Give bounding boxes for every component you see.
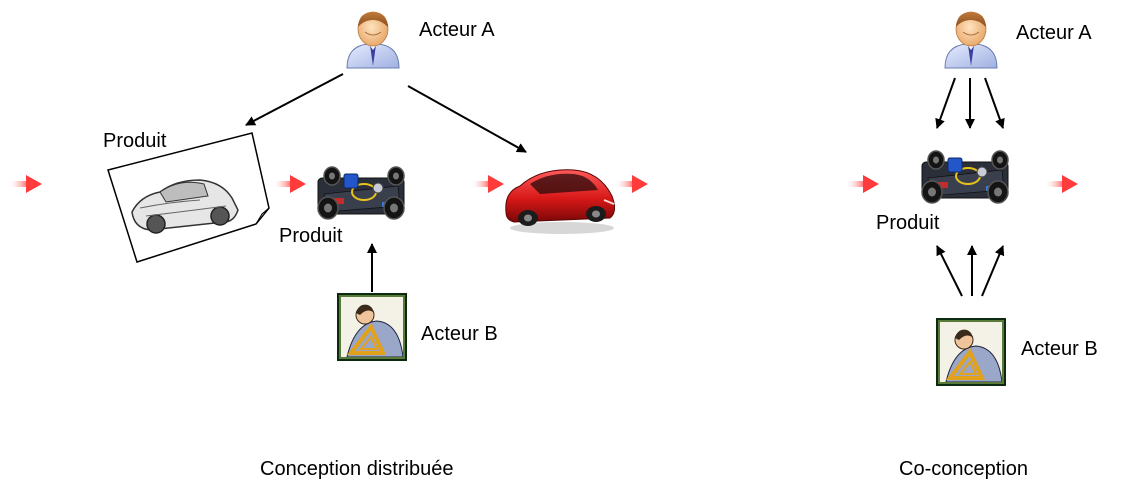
flow-arrow-in-right	[845, 175, 879, 193]
actor-b-label-right: Acteur B	[1021, 338, 1098, 360]
caption-codesign: Co-conception	[899, 458, 1028, 480]
flow-arrow-1	[272, 175, 306, 193]
product-label-sketch: Produit	[103, 130, 167, 152]
arrow-a-down-right	[984, 77, 1005, 129]
arrow-b-up-right	[981, 245, 1005, 297]
arrow-actor-a-to-sketch	[245, 73, 344, 126]
flow-arrow-2	[470, 175, 504, 193]
caption-distributed: Conception distribuée	[260, 458, 454, 480]
arrow-actor-a-to-car	[407, 85, 527, 153]
product-label-chassis: Produit	[279, 225, 343, 247]
arrow-b-up-left	[936, 245, 963, 297]
actor-b-label-left: Acteur B	[421, 323, 498, 345]
arrow-a-down-left	[935, 77, 956, 129]
flow-arrow-out-left	[614, 175, 648, 193]
red-car-icon	[505, 169, 616, 234]
actor-a-label-left: Acteur A	[419, 19, 495, 41]
designer-icon	[934, 316, 1008, 388]
car-sketch-icon	[107, 132, 270, 263]
flow-arrow-in-left	[8, 175, 42, 193]
product-label-right: Produit	[876, 212, 940, 234]
designer-icon	[335, 291, 409, 363]
actor-a-label-right: Acteur A	[1016, 22, 1092, 44]
person-icon	[346, 11, 400, 69]
person-icon	[944, 11, 998, 69]
rc-chassis-icon	[921, 150, 1009, 204]
flow-arrow-out-right	[1044, 175, 1078, 193]
rc-chassis-icon	[317, 166, 405, 220]
